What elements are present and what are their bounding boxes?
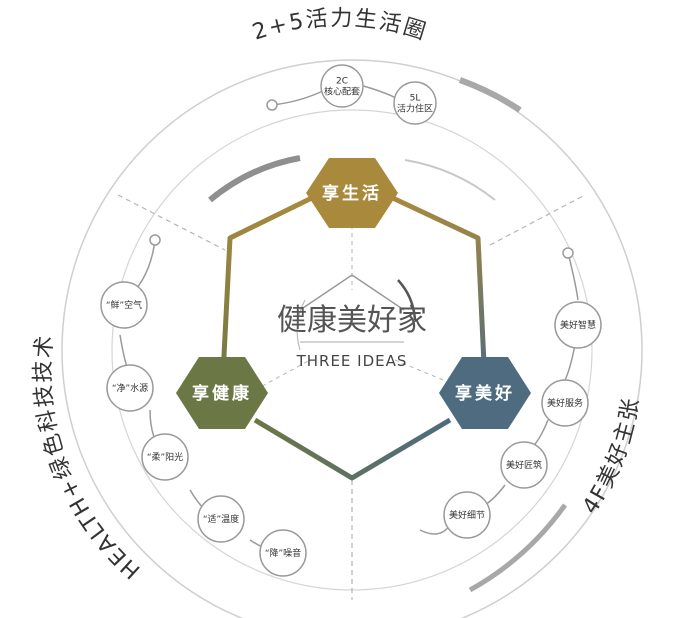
right-node-4: 美好细节 <box>443 491 491 539</box>
hex-frame-right <box>380 190 488 386</box>
hexagon-top-label: 享生活 <box>322 183 382 204</box>
left-node-2-circle <box>106 364 154 412</box>
left-connector-end-icon <box>149 234 161 246</box>
right-node-1-label: 美好智慧 <box>560 319 596 331</box>
left-node-4-circle <box>197 495 245 543</box>
right-node-4-circle <box>443 491 491 539</box>
left-node-3-circle <box>141 433 189 481</box>
divider-top-left <box>117 194 226 251</box>
right-node-2: 美好服务 <box>541 379 589 427</box>
left-node-5-label: “降”噪音 <box>265 547 301 559</box>
left-node-1: “鲜”空气 <box>100 281 148 329</box>
hexagon-top: 享生活 <box>306 158 398 228</box>
hexagon-right-shape <box>439 357 531 429</box>
right-arc-title: 4F美好主张 <box>578 395 644 519</box>
house-roof-icon <box>299 274 405 311</box>
left-node-5: “降”噪音 <box>259 529 307 577</box>
left-node-1-label: “鲜”空气 <box>106 299 142 311</box>
right-node-3-label: 美好匠筑 <box>506 459 542 471</box>
outer-ring-accent-top-right <box>458 77 522 113</box>
hexagon-right: 享美好 <box>439 357 531 429</box>
hexagon-right-label: 享美好 <box>455 383 515 404</box>
top-connector-end-icon <box>266 99 278 111</box>
right-node-3: 美好匠筑 <box>500 441 548 489</box>
top-node-2-label: 5L <box>410 94 421 104</box>
top-node-1-label: 核心配套 <box>324 86 360 98</box>
outer-ring-accent-bottom-right <box>468 503 568 593</box>
outer-ring <box>61 59 643 618</box>
left-node-2: “净”水源 <box>106 364 154 412</box>
inner-ring-arc-top-right <box>404 159 496 201</box>
core-logo: 健康美好家 THREE IDEAS <box>277 274 427 370</box>
core-title: 健康美好家 <box>277 303 427 338</box>
hexagon-top-shape <box>306 158 398 228</box>
left-node-3-label: “柔”阳光 <box>147 451 183 463</box>
top-node-1-circle <box>320 64 364 108</box>
hex-frame-left <box>219 190 324 396</box>
core-arc-left <box>296 299 306 351</box>
core-subtitle: THREE IDEAS <box>296 352 408 370</box>
left-node-4-label: “适”温度 <box>203 513 239 525</box>
core-arc-right <box>397 279 417 321</box>
top-node-1-label: 2C <box>336 77 348 87</box>
right-node-3-circle <box>500 441 548 489</box>
right-node-2-circle <box>541 379 589 427</box>
divider-top-right <box>489 194 586 246</box>
right-node-tail <box>419 524 451 535</box>
right-node-connector <box>474 252 579 511</box>
right-connector-end-icon <box>562 247 574 259</box>
hex-frame-bottom <box>253 417 452 481</box>
divider-center-right <box>394 359 456 386</box>
left-node-2-label: “净”水源 <box>112 382 148 394</box>
right-node-4-label: 美好细节 <box>449 509 485 521</box>
left-node-1-circle <box>100 281 148 329</box>
top-node-2-circle <box>393 81 437 125</box>
divider-center-left <box>254 359 311 391</box>
hexagon-left-label: 享健康 <box>192 383 252 404</box>
left-node-3: “柔”阳光 <box>141 433 189 481</box>
top-arc-title: 2+5活力生活圈 <box>249 6 430 45</box>
right-node-2-label: 美好服务 <box>547 397 583 409</box>
inner-ring-arc-top <box>208 155 301 203</box>
top-node-2-label: 活力住区 <box>397 103 433 115</box>
left-node-5-circle <box>259 529 307 577</box>
right-node-1-circle <box>554 301 602 349</box>
right-node-1: 美好智慧 <box>554 301 602 349</box>
hexagon-left: 享健康 <box>176 357 268 429</box>
hexagon-left-shape <box>176 357 268 429</box>
left-node-4: “适”温度 <box>197 495 245 543</box>
